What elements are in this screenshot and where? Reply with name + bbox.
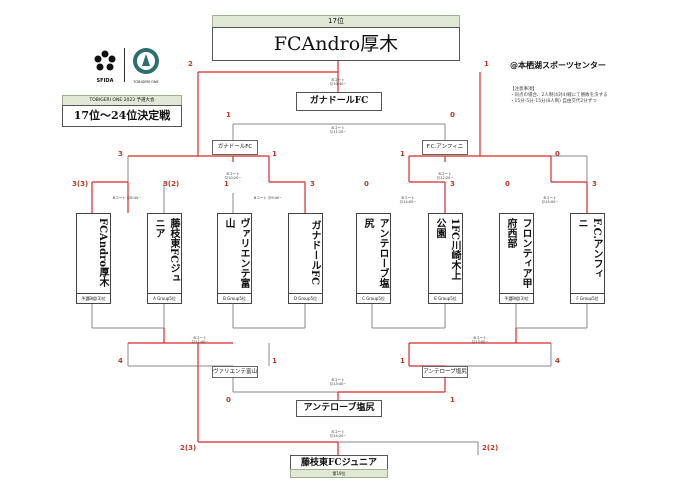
score-uf-right: 0 <box>450 111 455 119</box>
winner-box: FCAndro厚木 <box>212 27 460 61</box>
team-name: ガナドールFC <box>309 220 320 286</box>
team-box-1: FCAndro厚木予選B組(3)位 <box>76 213 111 304</box>
score-r2-1: 3 <box>118 150 123 158</box>
event-title: 17位〜24位決定戦 <box>62 105 182 127</box>
team-box-2: 藤枝東FCジュニア A Group5位 <box>147 213 182 304</box>
notes-line-2: ・15分-5分-15分(8人制) 自由交代2分ずつ <box>510 99 597 104</box>
match-info: Bコート ⑫12:20~ <box>436 172 454 180</box>
score-r1-3: 1 <box>224 180 229 188</box>
team-name: F.C.アンフィニ <box>576 218 602 279</box>
score-bottom-left: 2(3) <box>180 444 197 452</box>
score-lower-right: 1 <box>450 396 455 404</box>
logo-divider <box>124 48 125 82</box>
sfida-label: SFIDA <box>96 78 114 84</box>
match-info: Bコート ⑫10:40~ <box>329 78 347 86</box>
team-name: ヴァリエンテ富山 <box>223 218 249 288</box>
match-info: Bコート ⑫9:40~ <box>253 196 283 200</box>
upper-final-box: ガナドールFC <box>296 92 382 111</box>
score-r1-8: 3 <box>592 180 597 188</box>
team-box-6: 1FC川崎木上公園 E Group5位 <box>428 213 463 304</box>
tobigeri-emblem-icon <box>133 48 159 74</box>
score-r1-2: 3(2) <box>163 180 180 188</box>
score-bottom-right: 2(2) <box>482 444 499 452</box>
sfida-logo: SFIDA <box>90 48 120 84</box>
score-r2-4: 0 <box>555 150 560 158</box>
score-lr2-3: 1 <box>400 357 405 365</box>
notes-line-1: ・同点の場合、2人制(4対4)戦にて勝敗を決する <box>510 93 608 98</box>
tobigeri-logo: TOBIGERI ONE <box>130 46 162 84</box>
team-box-7: フロンティア甲府西部予選B組(3)位 <box>499 213 534 304</box>
score-r1-6: 3 <box>450 180 455 188</box>
score-top-right: 1 <box>484 60 489 68</box>
match-info: Bコート ⑫14:00~ <box>399 196 417 204</box>
team-group: 予選B組(3)位 <box>500 293 533 303</box>
team-name: アンテローブ塩尻 <box>362 218 388 288</box>
score-top-left: 2 <box>188 60 193 68</box>
score-r1-5: 0 <box>364 180 369 188</box>
team-group: D Group5位 <box>289 293 322 303</box>
bottom-rank: 第19位 <box>290 469 388 478</box>
team-group: A Group5位 <box>148 293 181 303</box>
match-info: Bコート ⑫11:20~ <box>329 126 347 134</box>
team-name: フロンティア甲府西部 <box>505 218 531 288</box>
team-box-8: F.C.アンフィニ F Group5位 <box>570 213 605 304</box>
flower-icon <box>94 50 116 71</box>
lower-winner-box: アンテローブ塩尻 <box>296 400 382 417</box>
score-r1-4: 3 <box>310 180 315 188</box>
team-group: F Group5位 <box>571 293 604 303</box>
match-info: Bコート ⑫8:40~ <box>112 196 142 200</box>
team-name: FCAndro厚木 <box>97 218 108 288</box>
match-info: Bコート ⑫15:00~ <box>541 196 559 204</box>
match-info: Bコート ⑫10:20~ <box>224 172 242 180</box>
score-r1-1: 3(3) <box>72 180 89 188</box>
score-r2-3: 1 <box>400 150 405 158</box>
score-lr2-1: 4 <box>118 357 123 365</box>
venue: @本栖湖スポーツセンター <box>510 61 606 70</box>
score-uf-left: 1 <box>226 111 231 119</box>
team-box-5: アンテローブ塩尻 C Group5位 <box>356 213 391 304</box>
team-group: C Group5位 <box>357 293 390 303</box>
lower-right-box: アンテローブ塩尻 <box>422 366 468 378</box>
match-info: Bコート ⑫14:20~ <box>329 430 347 438</box>
tobigeri-label: TOBIGERI ONE <box>133 80 159 84</box>
team-box-4: ガナドールFC D Group5位 <box>288 213 323 304</box>
team-group: E Group5位 <box>429 293 462 303</box>
notes: 【注意事項】 ・同点の場合、2人制(4対4)戦にて勝敗を決する ・15分-5分-… <box>510 87 670 105</box>
lower-left-box: ヴァリエンテ富山 <box>212 366 258 378</box>
score-lower-left: 0 <box>226 396 231 404</box>
score-lr2-2: 1 <box>272 357 277 365</box>
score-r1-7: 0 <box>505 180 510 188</box>
r2-left-box: ガナドールFC <box>212 140 258 155</box>
team-name: 1FC川崎木上公園 <box>434 218 460 281</box>
match-info: Bコート ⑫13:00~ <box>471 336 489 344</box>
team-box-3: ヴァリエンテ富山 B Group5位 <box>217 213 252 304</box>
notes-title: 【注意事項】 <box>510 87 537 92</box>
r2-right-box: F.C.アンフィニ <box>422 140 468 155</box>
team-group: B Group5位 <box>218 293 251 303</box>
team-name: 藤枝東FCジュニア <box>153 218 179 284</box>
match-info: Bコート ⑫13:40~ <box>329 378 347 386</box>
team-group: 予選B組(3)位 <box>77 293 110 303</box>
match-info: Bコート ⑫11:40~ <box>191 336 209 344</box>
score-r2-2: 1 <box>272 150 277 158</box>
score-lr2-4: 4 <box>555 357 560 365</box>
